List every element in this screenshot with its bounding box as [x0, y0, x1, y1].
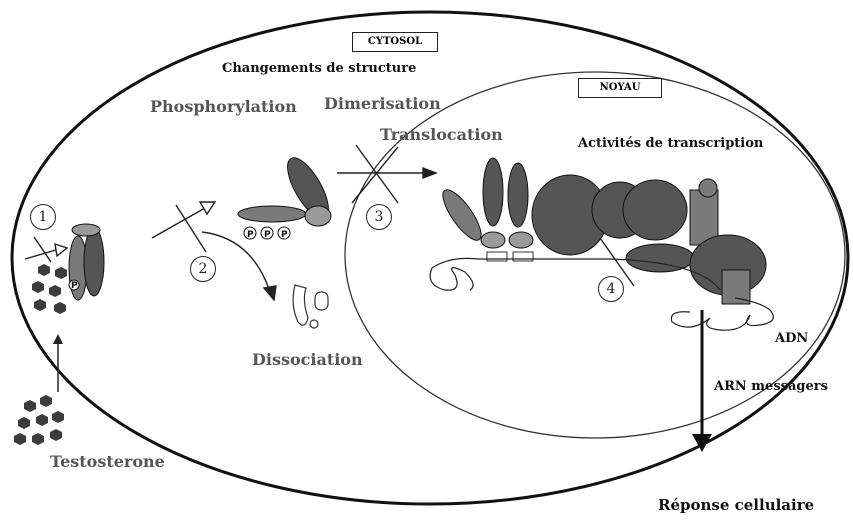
- phospho-mark: P: [264, 230, 271, 240]
- coactivator-label: Co: [562, 194, 580, 209]
- hormone-cluster-outside: [14, 395, 64, 445]
- mrna-arrow: [692, 310, 712, 452]
- noyau-box: NOYAU: [578, 78, 662, 98]
- receptor-dimer: [437, 158, 533, 261]
- receptor-hsp-complex: P: [69, 224, 104, 300]
- step-2-marker: 2: [190, 256, 216, 282]
- transcription-factor-label: Tr: [633, 201, 649, 216]
- dissociated-proteins: [293, 285, 328, 328]
- phosphorylation-label: Phosphorylation: [150, 97, 297, 116]
- phospho-mark: P: [247, 230, 254, 240]
- arn-label: ARN messagers: [714, 379, 828, 394]
- step-1-marker: 1: [30, 204, 56, 230]
- phospho-mark: P: [71, 281, 78, 291]
- reponse-label: Réponse cellulaire: [658, 496, 814, 514]
- cytosol-box: CYTOSOL: [352, 32, 438, 52]
- changements-label: Changements de structure: [222, 61, 416, 76]
- step1-arrow: [25, 237, 67, 262]
- phospho-mark: P: [281, 230, 288, 240]
- dimerisation-label: Dimerisation: [324, 94, 441, 113]
- activites-label: Activités de transcription: [578, 136, 763, 151]
- step-3-marker: 3: [366, 204, 392, 230]
- pol2-label: Pol II: [699, 255, 735, 270]
- adn-label: ADN: [775, 331, 808, 346]
- translocation-label: Translocation: [380, 125, 503, 144]
- step-4-marker: 4: [598, 276, 624, 302]
- hormone-cluster-inside: [32, 264, 67, 314]
- dissociation-label: Dissociation: [252, 350, 363, 369]
- testosterone-label: Testosterone: [50, 452, 165, 471]
- transcription-complex: Co Tr TBP Pol II: [532, 175, 766, 304]
- phosphorylated-receptor: P P P: [238, 152, 336, 240]
